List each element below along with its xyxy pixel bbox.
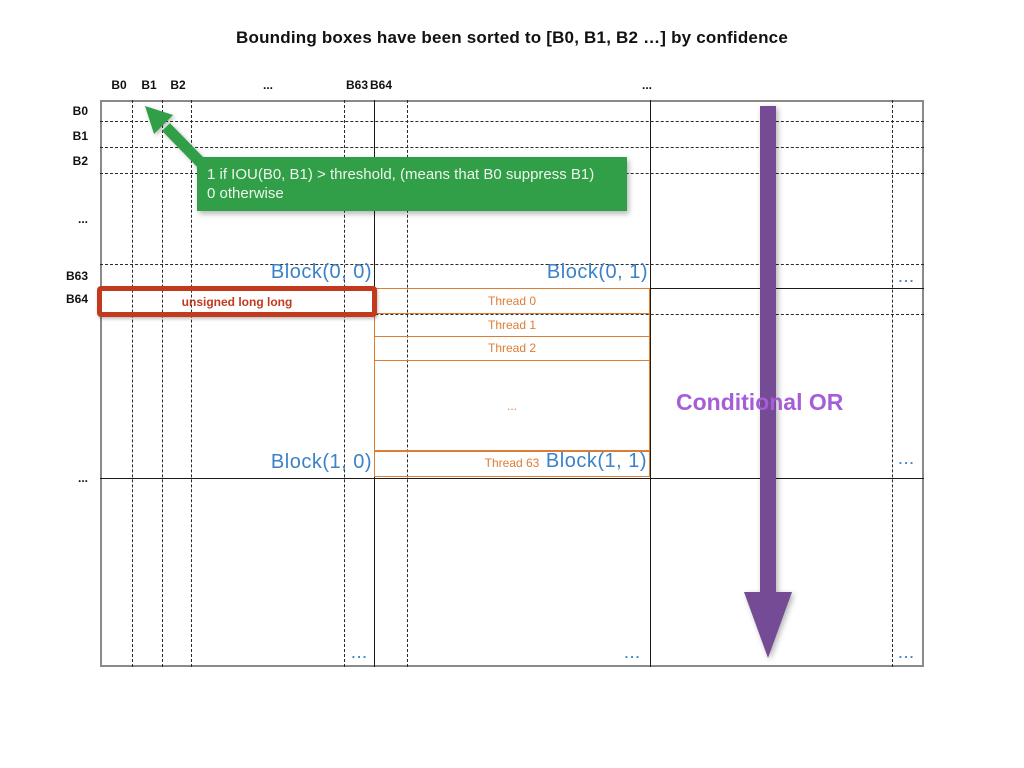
grid-line-row-b1: [100, 147, 924, 148]
grid-line-row-b0: [100, 121, 924, 122]
thread-row-63: Thread 63: [374, 450, 650, 477]
column-header-ellipsis-1: ...: [262, 78, 273, 92]
grid-line-col-b64: [407, 100, 408, 667]
grid-line-col-b63: [344, 100, 345, 667]
grid-line-row-b64: [100, 314, 924, 315]
column-header-ellipsis-2: ...: [641, 78, 652, 92]
bitmask-cell-highlight: unsigned long long: [97, 286, 377, 317]
row-label-b64: B64: [65, 292, 88, 306]
column-header-b1: B1: [141, 78, 157, 92]
block-1-0-label: Block(1, 0): [270, 451, 372, 473]
row-label-b0: B0: [72, 104, 88, 118]
conditional-or-down-arrow-icon: [744, 106, 792, 658]
thread-rows: Thread 0 Thread 1 Thread 2 ... Thread 63: [374, 288, 650, 477]
grid-line-col-b1: [162, 100, 163, 667]
column-header-b64: B64: [369, 78, 392, 92]
iou-callout: 1 if IOU(B0, B1) > threshold, (means tha…: [197, 157, 627, 211]
iou-callout-line-2: 0 otherwise: [207, 185, 284, 202]
row-label-b63: B63: [65, 269, 88, 283]
more-blocks-right-1: ...: [898, 270, 916, 285]
more-blocks-right-2: ...: [898, 452, 916, 467]
more-blocks-bottom-right: ...: [898, 646, 916, 661]
grid-line-col-b0: [132, 100, 133, 667]
thread-row-1: Thread 1: [374, 312, 650, 337]
column-header-b2: B2: [170, 78, 186, 92]
column-header-b0: B0: [111, 78, 127, 92]
block-0-0-label: Block(0, 0): [270, 261, 372, 283]
block-0-1-label: Block(0, 1): [546, 261, 648, 283]
row-label-b2: B2: [72, 154, 88, 168]
thread-row-ellipsis: ...: [374, 359, 650, 452]
conditional-or-label: Conditional OR: [676, 389, 844, 415]
slide-title: Bounding boxes have been sorted to [B0, …: [236, 28, 788, 47]
grid-line-col-last: [892, 100, 893, 667]
block-1-1-label: Block(1, 1): [545, 450, 647, 472]
iou-callout-line-1: 1 if IOU(B0, B1) > threshold, (means tha…: [207, 166, 595, 183]
row-label-ellipsis-1: ...: [77, 212, 88, 226]
bitmask-cell-label: unsigned long long: [181, 294, 293, 309]
block-boundary-horizontal-2: [100, 478, 924, 479]
grid-line-row-b63: [100, 264, 924, 265]
more-blocks-bottom-1: ...: [351, 646, 369, 661]
row-label-ellipsis-2: ...: [77, 471, 88, 485]
block-boundary-vertical-2: [650, 100, 651, 667]
more-blocks-bottom-2: ...: [624, 646, 642, 661]
grid-line-col-b2: [191, 100, 192, 667]
column-header-b63: B63: [345, 78, 368, 92]
thread-row-2: Thread 2: [374, 335, 650, 361]
matrix-grid: [100, 100, 924, 667]
row-label-b1: B1: [72, 129, 88, 143]
thread-row-0: Thread 0: [374, 288, 650, 314]
